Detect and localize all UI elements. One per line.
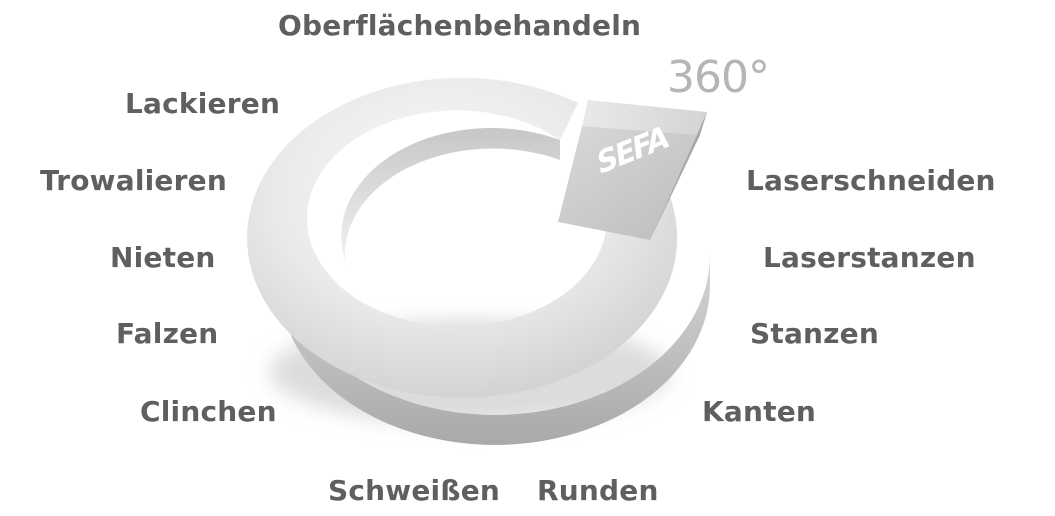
process-label-left-2: Trowalieren xyxy=(40,164,227,197)
process-label-left-5: Clinchen xyxy=(140,395,277,428)
degree-label: 360° xyxy=(667,52,770,103)
ring-side xyxy=(280,255,710,445)
process-label-right-2: Laserstanzen xyxy=(763,241,976,274)
process-label-left-3: Nieten xyxy=(110,241,216,274)
ring-inner-wall xyxy=(341,127,560,272)
process-label-right-3: Stanzen xyxy=(750,317,879,350)
process-label-left-1: Lackieren xyxy=(125,87,281,120)
logo-block: SEFA xyxy=(558,100,707,240)
process-label-right-1: Laserschneiden xyxy=(746,164,996,197)
process-label-bottom-1: Schweißen xyxy=(328,474,501,507)
ring-top xyxy=(247,77,678,398)
process-label-bottom-2: Runden xyxy=(537,474,659,507)
process-label-top: Oberflächenbehandeln xyxy=(278,9,642,42)
process-label-left-4: Falzen xyxy=(116,317,219,350)
process-label-right-4: Kanten xyxy=(702,395,817,428)
